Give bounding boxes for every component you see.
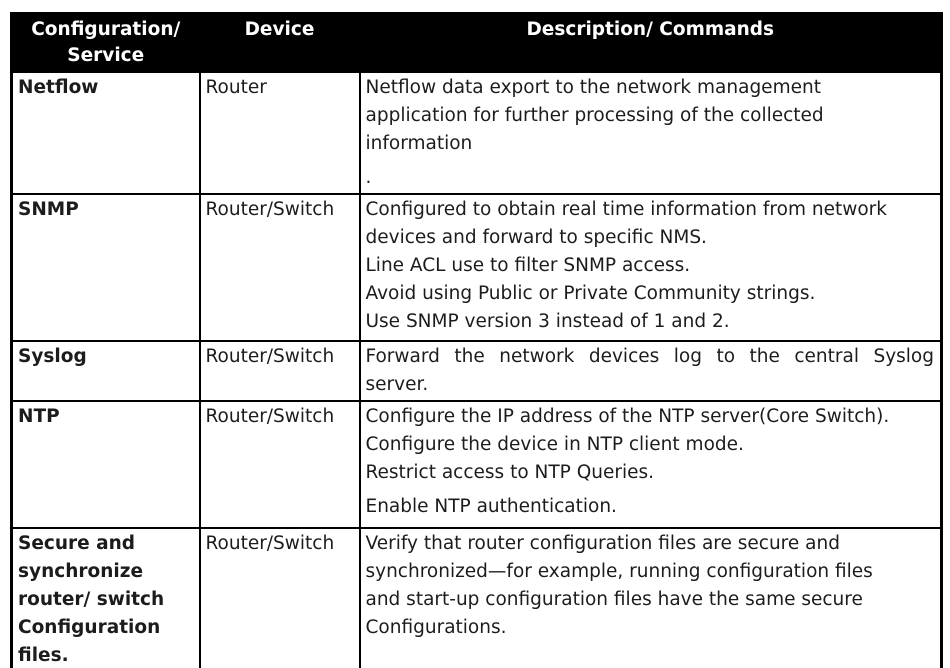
service-cell: SNMP [10,193,201,342]
description-line: Configured to obtain real time informati… [365,199,887,220]
description-line: Configure the device in NTP client mode. [365,434,744,455]
description-cell: Configure the IP address of the NTP serv… [358,400,943,529]
description-line: Configurations. [365,617,507,638]
description-line: server. [365,374,429,395]
description-line: Verify that router configuration files a… [365,533,840,554]
table-row-secure-config: Secure and synchronize router/ switch Co… [10,527,943,668]
service-name: NTP [18,406,60,427]
description-line: Enable NTP authentication. [365,496,617,517]
device-cell: Router/Switch [198,340,361,402]
device-value: Router/Switch [205,346,335,367]
column-header-configuration-service: Configuration/ Service [10,12,201,73]
description-line: information [365,133,473,154]
service-cell: NTP [10,400,201,529]
device-cell: Router [198,71,361,195]
description-line: Netflow data export to the network manag… [365,77,821,98]
service-name: Syslog [18,346,87,367]
description-line: Use SNMP version 3 instead of 1 and 2. [365,311,730,332]
service-name: SNMP [18,199,79,220]
service-name: Netflow [18,77,99,98]
device-value: Router/Switch [205,533,335,554]
description-line: application for further processing of th… [365,105,824,126]
description-line: Restrict access to NTP Queries. [365,462,655,483]
service-name: Secure and synchronize router/ switch Co… [18,533,165,666]
device-value: Router [205,77,267,98]
description-line: and start-up configuration files have th… [365,589,863,610]
description-cell: Forward the network devices log to the c… [358,340,943,402]
description-line: Line ACL use to filter SNMP access. [365,255,691,276]
table-row-netflow: Netflow Router Netflow data export to th… [10,71,943,195]
description-line: Configure the IP address of the NTP serv… [365,406,890,427]
description-cell: Verify that router configuration files a… [358,527,943,668]
network-services-table: Configuration/ Service Device Descriptio… [10,12,943,668]
table-row-snmp: SNMP Router/Switch Configured to obtain … [10,193,943,342]
description-line: Forward the network devices log to the c… [365,346,935,367]
description-line: synchronized—for example, running config… [365,561,873,582]
service-cell: Netflow [10,71,201,195]
service-cell: Secure and synchronize router/ switch Co… [10,527,201,668]
device-value: Router/Switch [205,406,335,427]
device-value: Router/Switch [205,199,335,220]
table-row-ntp: NTP Router/Switch Configure the IP addre… [10,400,943,529]
device-cell: Router/Switch [198,400,361,529]
column-header-device: Device [198,12,361,73]
device-cell: Router/Switch [198,527,361,668]
service-cell: Syslog [10,340,201,402]
description-cell: Netflow data export to the network manag… [358,71,943,195]
column-header-description-commands: Description/ Commands [358,12,943,73]
table-row-syslog: Syslog Router/Switch Forward the network… [10,340,943,402]
description-line: Avoid using Public or Private Community … [365,283,816,304]
description-cell: Configured to obtain real time informati… [358,193,943,342]
description-line: . [365,167,372,188]
device-cell: Router/Switch [198,193,361,342]
table-header-row: Configuration/ Service Device Descriptio… [10,12,943,73]
description-line: devices and forward to specific NMS. [365,227,707,248]
